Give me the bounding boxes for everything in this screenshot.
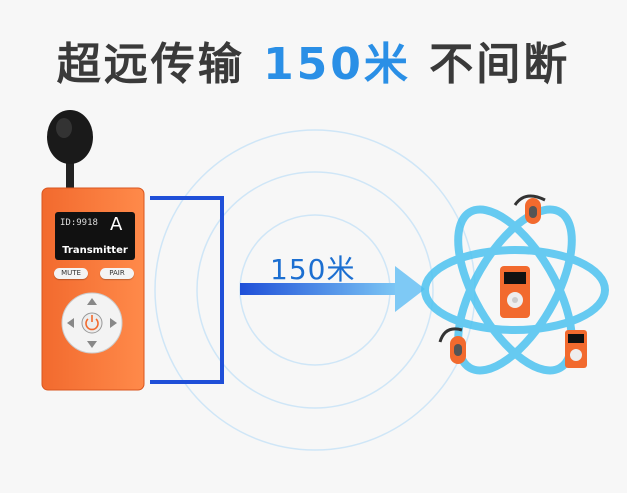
transmitter-screen: ID:9918 A Transmitter — [55, 212, 135, 260]
signal-ring — [154, 129, 476, 451]
headline-part2: 不间断 — [410, 39, 571, 90]
distance-arrow — [240, 266, 425, 312]
microphone-icon — [47, 110, 93, 190]
headline-accent: 150米 — [263, 39, 411, 90]
signal-ring — [196, 171, 434, 409]
receiver-device — [565, 330, 587, 368]
earpiece-device — [513, 194, 546, 224]
right-arrow-icon — [110, 318, 117, 328]
earpiece-device — [438, 327, 466, 364]
distance-label: 150米 — [270, 253, 356, 286]
screen-id: ID:9918 — [60, 218, 98, 228]
transmitter-label: Transmitter — [62, 245, 128, 256]
left-arrow-icon — [67, 318, 74, 328]
headline-part1: 超远传输 — [56, 39, 264, 90]
mute-button: MUTE — [54, 268, 88, 279]
headline: 超远传输 150米 不间断 — [0, 28, 627, 92]
screen-channel: A — [110, 214, 123, 235]
pair-button: PAIR — [100, 268, 134, 279]
down-arrow-icon — [87, 341, 97, 348]
up-arrow-icon — [87, 298, 97, 305]
signal-bracket — [150, 196, 224, 384]
atom-orbits — [421, 205, 609, 375]
receiver-device — [500, 266, 530, 318]
